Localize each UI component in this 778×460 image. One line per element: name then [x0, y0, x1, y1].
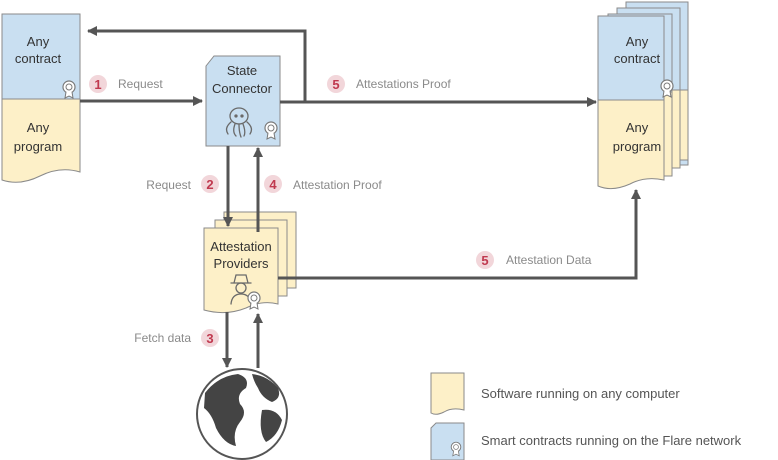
right-contract-label-line2: contract: [614, 51, 661, 66]
legend-software-swatch: [430, 372, 465, 415]
svg-text:5: 5: [332, 77, 339, 92]
arrow-attestation-data-to-right-program: [278, 189, 641, 280]
right-contract-label-line1: Any: [626, 34, 649, 49]
step-label: Attestations Proof: [356, 77, 451, 91]
svg-text:Any: Any: [27, 120, 50, 135]
svg-text:3: 3: [206, 331, 213, 346]
step-number: 2: [206, 177, 213, 192]
step-badge: [264, 175, 282, 193]
step-badge: [201, 329, 219, 347]
attestation-providers-label-line2: Providers: [214, 256, 269, 271]
svg-text:Request: Request: [118, 77, 163, 91]
svg-text:Providers: Providers: [214, 256, 269, 271]
right-program-label-line1: Any: [626, 120, 649, 135]
svg-text:2: 2: [206, 177, 213, 192]
step-number: 3: [206, 331, 213, 346]
svg-text:Fetch data: Fetch data: [134, 331, 191, 345]
svg-text:Software running on any comput: Software running on any computer: [481, 386, 680, 401]
step-label: Fetch data: [134, 331, 191, 345]
svg-text:4: 4: [269, 177, 277, 192]
step-label: Request: [146, 178, 191, 192]
flow-arrows: [80, 26, 641, 368]
state-connector-label-line2: Connector: [212, 81, 273, 96]
step-1: 1 Request: [89, 75, 163, 93]
legend-software-label: Software running on any computer: [481, 386, 680, 401]
step-number: 5: [332, 77, 339, 92]
svg-text:contract: contract: [614, 51, 661, 66]
left-contract-label-line2: contract: [15, 51, 62, 66]
globe-icon: [196, 368, 288, 460]
svg-text:Connector: Connector: [212, 81, 273, 96]
attestation-providers-node: Attestation Providers: [203, 211, 297, 314]
step-3: 3 Fetch data: [134, 329, 219, 347]
step-number: 5: [481, 253, 488, 268]
step-4: 4 Attestation Proof: [264, 175, 382, 193]
svg-text:Any: Any: [626, 34, 649, 49]
step-number: 1: [94, 77, 101, 92]
legend-smart-contract-swatch: [430, 422, 465, 460]
state-connector-node: State Connector: [205, 55, 281, 147]
step-number: 4: [269, 177, 277, 192]
svg-text:Any: Any: [27, 34, 50, 49]
arrow-return-to-left-contract: [87, 26, 307, 101]
step-badge: [476, 251, 494, 269]
step-2: 2 Request: [146, 175, 219, 193]
svg-text:Attestations Proof: Attestations Proof: [356, 77, 451, 91]
svg-text:Attestation Proof: Attestation Proof: [293, 178, 382, 192]
step-badge: [89, 75, 107, 93]
svg-text:Smart contracts running on the: Smart contracts running on the Flare net…: [481, 433, 742, 448]
svg-text:Attestation: Attestation: [210, 239, 271, 254]
step-5-attestations-proof: 5 Attestations Proof: [327, 75, 451, 93]
svg-text:1: 1: [94, 77, 101, 92]
state-connector-label-line1: State: [227, 63, 257, 78]
attestation-providers-label-line1: Attestation: [210, 239, 271, 254]
left-contract-program-document: Any contract Any program: [1, 13, 81, 183]
svg-text:Request: Request: [146, 178, 191, 192]
octopus-icon: [225, 107, 253, 138]
step-badge: [327, 75, 345, 93]
legend: Software running on any computer Smart c…: [430, 372, 742, 460]
step-label: Attestation Data: [506, 253, 592, 267]
left-program-label-line1: Any: [27, 120, 50, 135]
step-label: Request: [118, 77, 163, 91]
svg-text:Attestation Data: Attestation Data: [506, 253, 592, 267]
legend-smart-contracts-label: Smart contracts running on the Flare net…: [481, 433, 742, 448]
svg-text:5: 5: [481, 253, 488, 268]
right-contract-program-document-stack: Any contract Any program: [597, 1, 689, 190]
step-badge: [201, 175, 219, 193]
svg-text:State: State: [227, 63, 257, 78]
svg-text:program: program: [14, 139, 62, 154]
svg-text:program: program: [613, 139, 661, 154]
right-program-label-line2: program: [613, 139, 661, 154]
step-label: Attestation Proof: [293, 178, 382, 192]
svg-text:contract: contract: [15, 51, 62, 66]
step-5-attestation-data: 5 Attestation Data: [476, 251, 592, 269]
left-program-label-line2: program: [14, 139, 62, 154]
svg-text:Any: Any: [626, 120, 649, 135]
left-contract-label-line1: Any: [27, 34, 50, 49]
